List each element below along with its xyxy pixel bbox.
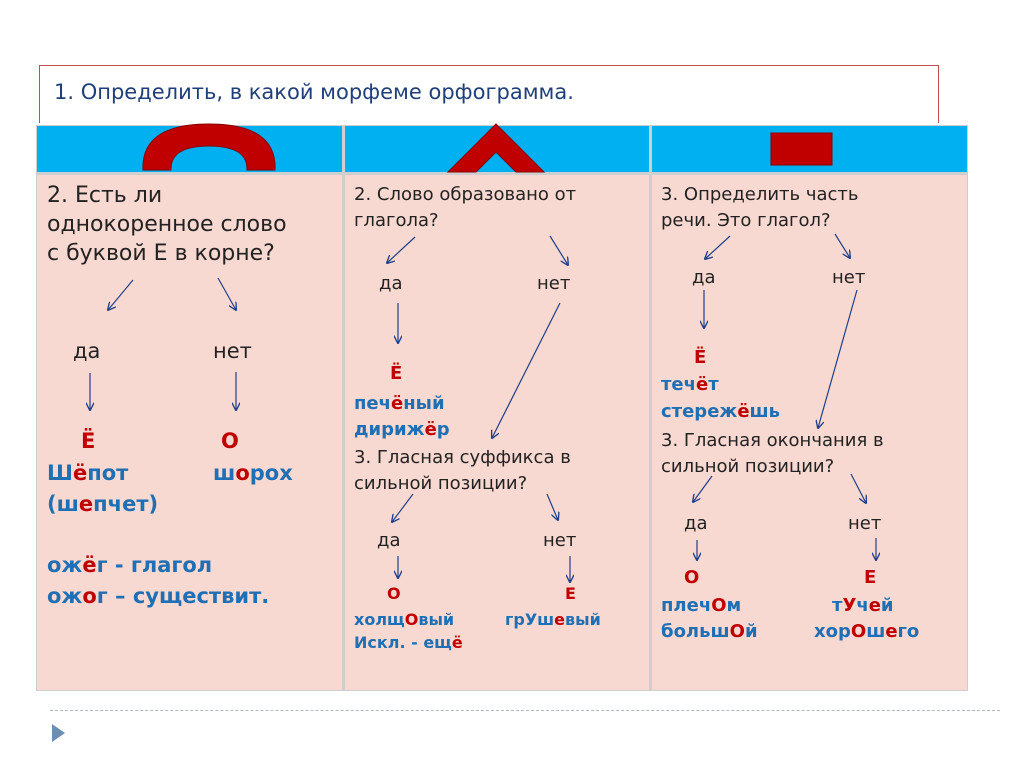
footer-divider — [50, 710, 1000, 711]
yes-letter: Ё — [694, 347, 707, 368]
next-slide-icon[interactable] — [52, 724, 65, 742]
question-line: однокоренное слово — [47, 212, 287, 237]
page-title: 1. Определить, в какой морфеме орфограмм… — [54, 80, 574, 104]
yes-label: да — [684, 513, 708, 534]
example-word: тУчей — [832, 595, 894, 616]
no-label: нет — [213, 339, 252, 363]
yes-label: да — [377, 530, 401, 551]
yes-label: да — [692, 267, 716, 288]
title-box: 1. Определить, в какой морфеме орфограмм… — [39, 65, 939, 123]
header-cell-ending — [652, 126, 967, 172]
no-label: нет — [537, 273, 571, 294]
example-word: большОй — [661, 621, 758, 642]
no-label: нет — [832, 267, 866, 288]
no-label: нет — [848, 513, 882, 534]
header-cell-root — [37, 126, 342, 172]
yes-letter: Ё — [390, 363, 403, 384]
example-word: плечОм — [661, 595, 742, 616]
example-word: стережёшь — [661, 401, 781, 422]
example-word: шорох — [213, 461, 293, 485]
e-letter: Е — [565, 584, 576, 603]
no-letter: О — [221, 429, 239, 453]
example-word: ожог – существит. — [47, 584, 270, 608]
header-cell-suffix — [345, 126, 649, 172]
yes-label: да — [73, 339, 101, 363]
example-word: дирижёр — [354, 419, 450, 440]
yes-label: да — [379, 273, 403, 294]
morpheme-table: 2. Есть ли однокоренное слово с буквой Е… — [36, 125, 968, 691]
example-word: течёт — [661, 374, 719, 395]
no-label: нет — [543, 530, 577, 551]
example-word: холщОвый — [354, 610, 455, 629]
column-root: 2. Есть ли однокоренное слово с буквой Е… — [37, 175, 342, 690]
e-letter: Е — [864, 567, 877, 588]
question-root: 2. Есть ли однокоренное слово с буквой Е… — [47, 181, 287, 268]
question-line: 2. Есть ли — [47, 183, 163, 208]
yes-letter: Ё — [81, 429, 96, 453]
example-word: Шёпот — [47, 461, 129, 485]
question-line: с буквой Е в корне? — [47, 241, 275, 266]
o-letter: О — [387, 584, 401, 603]
example-word: (шепчет) — [47, 492, 159, 516]
example-word: ожёг - глагол — [47, 553, 213, 577]
exception-word: Искл. - ещё — [354, 633, 463, 652]
o-letter: О — [684, 567, 700, 588]
example-word: хорОшего — [814, 621, 920, 642]
example-word: грУшевый — [505, 610, 601, 629]
example-word: печёный — [354, 393, 445, 414]
